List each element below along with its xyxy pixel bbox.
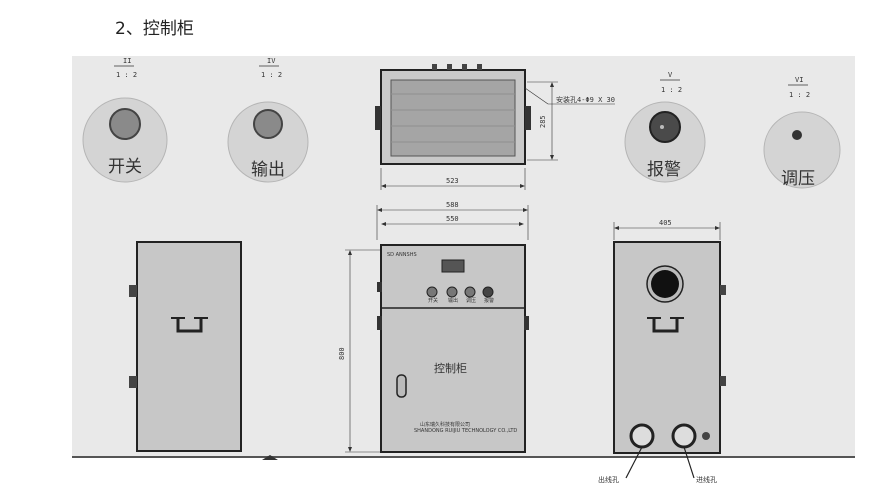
front-view: 588 550 800 SD ANNSHS 开关 输出 调压 报警 控制柜 山东…: [338, 201, 529, 453]
detail-voltage-circle: [763, 111, 841, 189]
inlet-label: 进线孔: [696, 475, 717, 484]
back-view: 405 出线孔 进线孔: [598, 219, 726, 484]
voltage-knob-icon: [792, 130, 802, 140]
front-company: 山东瑞久科技有限公司: [420, 421, 470, 428]
front-knob-label-0: 开关: [428, 297, 438, 304]
detail-output-label: 输出: [251, 160, 285, 180]
detail-voltage-label: 调压: [781, 169, 815, 189]
front-knob-label-2: 调压: [466, 297, 476, 304]
detail-switch-ratio: 1 : 2: [116, 71, 137, 79]
front-inner-dim: 550: [446, 215, 459, 223]
detail-output-ratio: 1 : 2: [261, 71, 282, 79]
front-switch-icon: [426, 286, 438, 298]
detail-alarm: V 1 : 2 报警: [624, 71, 706, 183]
front-output-icon: [446, 286, 458, 298]
ground-terminal-icon: [702, 432, 710, 440]
output-light-icon: [253, 109, 283, 139]
front-outer-dim: 588: [446, 201, 459, 209]
detail-voltage-ratio: 1 : 2: [789, 91, 810, 99]
alarm-buzzer-icon: [649, 111, 681, 143]
sheet-bottom-line: [72, 456, 855, 458]
detail-switch-roman: II: [123, 57, 131, 65]
outlet-label: 出线孔: [598, 475, 619, 484]
detail-switch: II 1 : 2 开关: [82, 57, 168, 183]
front-knob-label-3: 报警: [484, 297, 494, 304]
top-depth-dim: 285: [539, 115, 547, 128]
inlet-hole-icon: [671, 423, 697, 449]
front-cabinet-label: 控制柜: [434, 361, 467, 375]
detail-alarm-ratio: 1 : 2: [661, 86, 682, 94]
display-meter: [441, 259, 465, 273]
detail-output-circle: [227, 101, 309, 183]
detail-alarm-label: 报警: [647, 160, 681, 180]
detail-voltage-roman: VI: [795, 76, 803, 84]
front-knob-label-1: 输出: [448, 297, 458, 304]
front-alarm-icon: [482, 286, 494, 298]
section-heading: 2、控制柜: [115, 19, 194, 39]
detail-output-roman: IV: [267, 57, 276, 65]
detail-output: IV 1 : 2 输出: [227, 57, 309, 183]
bottom-mark-icon: [262, 455, 278, 460]
switch-button-icon: [109, 108, 141, 140]
side-view: [129, 241, 242, 452]
mount-hole-note: 安装孔4-Φ9 X 30: [556, 95, 615, 104]
door-handle-icon: [396, 374, 407, 398]
front-brand: SD ANNSHS: [387, 252, 417, 258]
top-width-dim: 523: [446, 177, 459, 185]
detail-alarm-roman: V: [668, 71, 673, 79]
fan-icon: [651, 270, 679, 298]
outlet-hole-icon: [629, 423, 655, 449]
top-view: 523 285 安装孔4-Φ9 X 30: [375, 64, 615, 190]
front-company-en: SHANDONG RUIJIU TECHNOLOGY CO.,LTD: [414, 428, 517, 434]
back-width-dim: 405: [659, 219, 672, 227]
detail-switch-label: 开关: [108, 157, 142, 177]
back-handle-icon: [652, 318, 679, 333]
front-voltage-icon: [464, 286, 476, 298]
detail-voltage: VI 1 : 2 调压: [763, 76, 841, 189]
front-height-dim: 800: [338, 347, 346, 360]
